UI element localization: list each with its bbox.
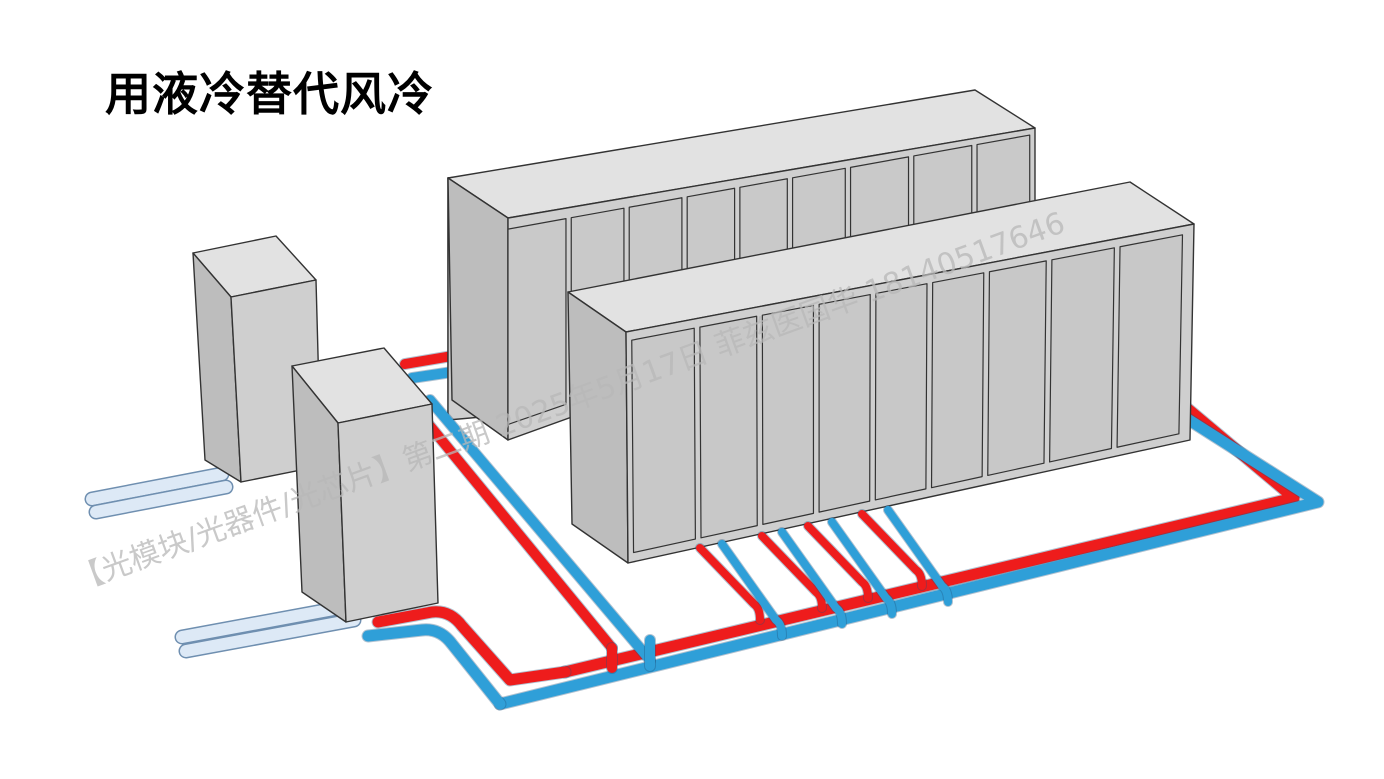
- facility-feed-pipes: [84, 466, 362, 659]
- cold-loop-cdu-link: [362, 624, 506, 710]
- rack-front-door-8: [1048, 247, 1115, 463]
- branch-pipe-8: [884, 506, 952, 606]
- rack-front-door-9: [1116, 234, 1184, 448]
- feed-pipe-1: [86, 468, 228, 505]
- rack-front-door-5: [874, 283, 928, 501]
- branch-pipe-1: [696, 544, 764, 624]
- rack-front-door-2: [699, 315, 758, 539]
- server-rack-row-front: [567, 181, 1195, 564]
- branch-pipe-2: [718, 540, 786, 640]
- cold-main-right: [494, 412, 1324, 710]
- hot-return-behind: [400, 351, 457, 369]
- branch-pipe-5: [804, 522, 872, 602]
- rack-back-end: [447, 177, 509, 441]
- cold-supply-behind: [407, 367, 457, 383]
- page-title: 用液冷替代风冷: [105, 67, 434, 121]
- branch-pipe-3: [758, 532, 826, 612]
- cdu-front-front: [337, 403, 439, 623]
- coolant-loop-front: [361, 394, 953, 711]
- rack-front-end: [567, 291, 629, 564]
- rack-back-door-1: [507, 218, 567, 426]
- branch-pipe-7: [858, 510, 926, 590]
- rack-front-door-4: [818, 293, 871, 513]
- rack-front-door-3: [761, 304, 815, 525]
- cdu-unit-front: [291, 347, 439, 623]
- rack-front-door-1: [631, 327, 696, 554]
- feed-pipe-2: [90, 481, 232, 518]
- hot-riser-cdu: [425, 421, 617, 653]
- cold-riser-cdu: [425, 395, 655, 665]
- rack-front-door-7: [987, 260, 1047, 477]
- coolant-loop-behind-racks: [399, 350, 1325, 711]
- feed-pipe-3: [176, 600, 356, 643]
- branch-pipe-6: [828, 518, 896, 618]
- rack-front-door-6: [930, 272, 985, 489]
- hot-loop-cdu-link: [372, 606, 571, 686]
- branch-pipe-4: [778, 528, 846, 628]
- feed-pipe-4: [180, 614, 360, 657]
